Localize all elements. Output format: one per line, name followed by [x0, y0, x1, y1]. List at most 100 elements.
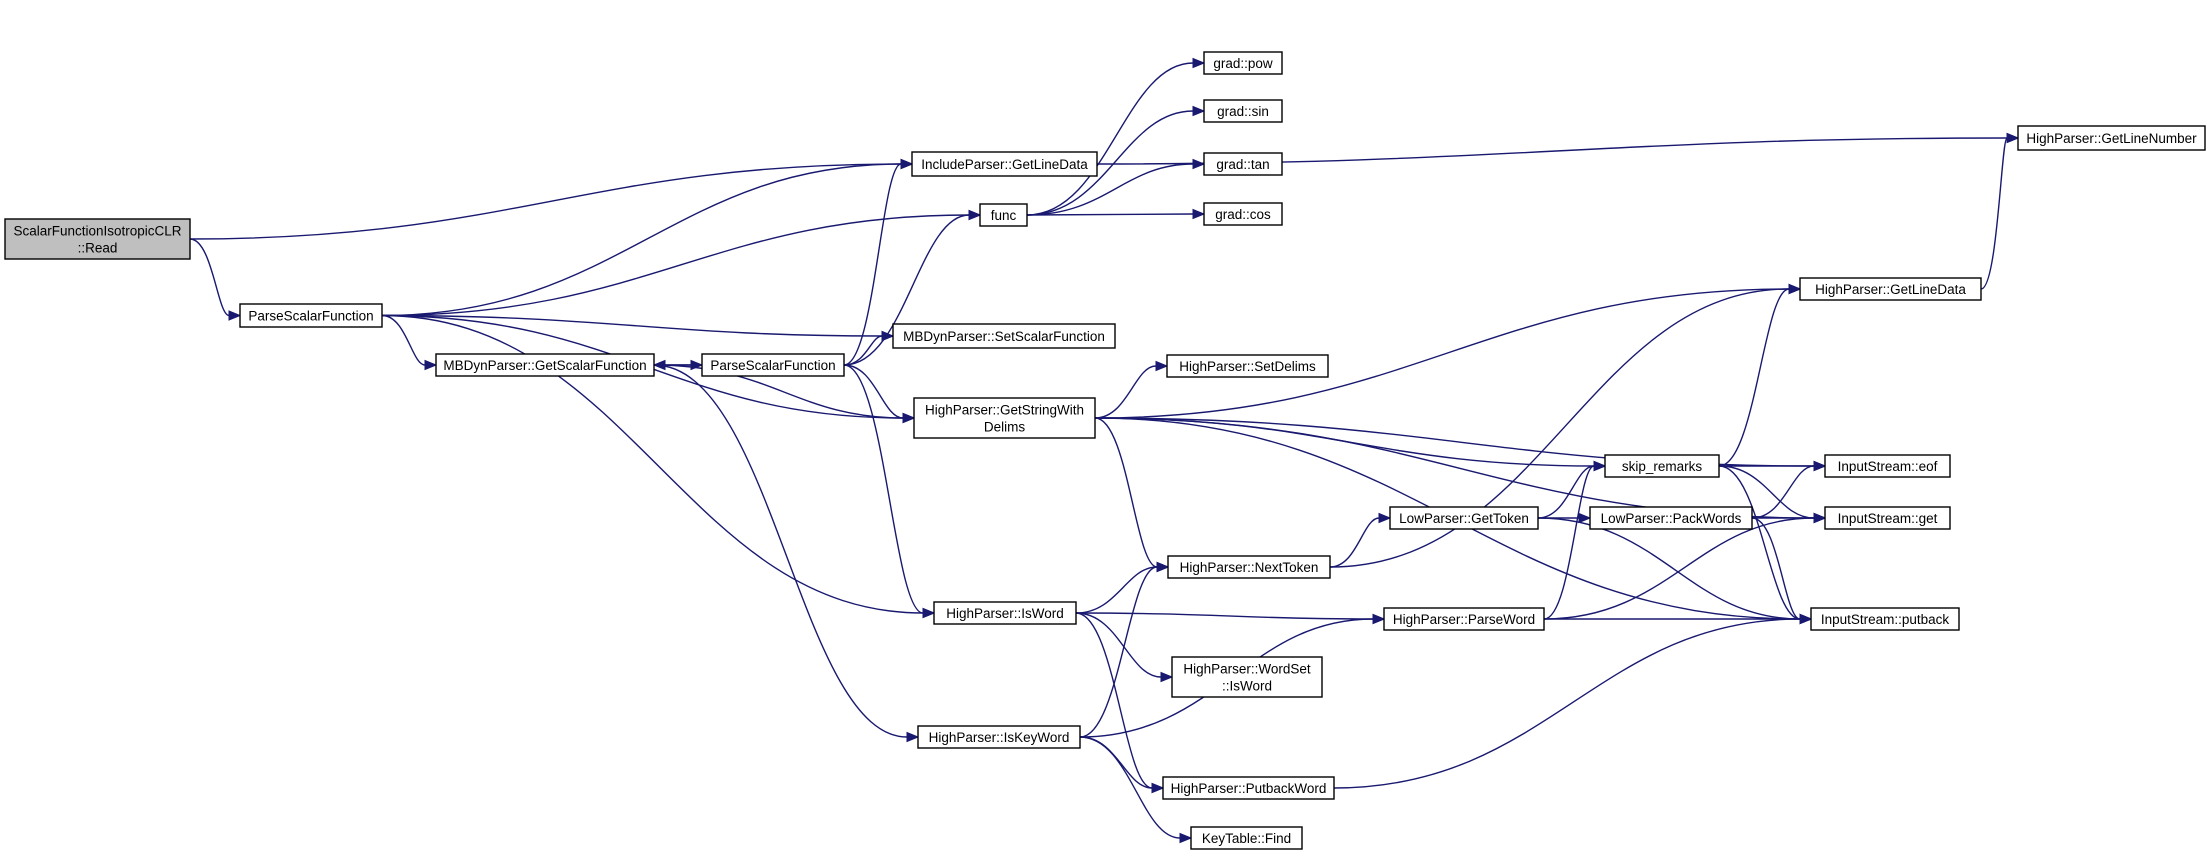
node-func[interactable]: func [979, 203, 1028, 227]
node-hpnt[interactable]: HighParser::NextToken [1167, 555, 1331, 579]
edge-line [1079, 736, 1153, 789]
node-incl[interactable]: IncludeParser::GetLineData [911, 151, 1098, 177]
edge-hpnt-to-hpgld [1329, 283, 1802, 568]
node-label: LowParser::PackWords [1601, 511, 1742, 526]
node-hpgln[interactable]: HighParser::GetLineNumber [2017, 125, 2206, 151]
edge-arrowhead [1578, 512, 1592, 524]
node-label: InputStream::get [1838, 511, 1938, 526]
node-hppw[interactable]: HighParser::ParseWord [1383, 607, 1545, 631]
edge-arrowhead [228, 310, 242, 321]
edge-hpgsd-to-hpgld [1094, 283, 1802, 419]
node-hpws[interactable]: HighParser::WordSet::IsWord [1171, 656, 1323, 698]
node-hpsd[interactable]: HighParser::SetDelims [1166, 354, 1329, 378]
node-mbset[interactable]: MBDynParser::SetScalarFunction [892, 323, 1116, 349]
node-gtan[interactable]: grad::tan [1203, 152, 1283, 176]
edge-func-to-gpow [1026, 57, 1206, 216]
node-isget[interactable]: InputStream::get [1824, 506, 1951, 530]
edge-psf2-to-hpiw [843, 364, 936, 619]
node-ktf[interactable]: KeyTable::Find [1190, 826, 1303, 850]
edge-arrowhead [906, 731, 920, 743]
node-hpgld[interactable]: HighParser::GetLineData [1799, 277, 1982, 301]
node-label: grad::tan [1216, 157, 1269, 172]
node-box [1162, 776, 1335, 800]
node-skip[interactable]: skip_remarks [1604, 454, 1720, 478]
edge-psf2-to-hpgsd [843, 364, 916, 424]
edge-mbget-to-hpik [653, 364, 920, 743]
edge-line [843, 364, 924, 614]
node-psf1[interactable]: ParseScalarFunction [239, 303, 383, 328]
node-hpik[interactable]: HighParser::IsKeyWord [917, 725, 1081, 749]
node-label: MBDynParser::GetScalarFunction [443, 358, 646, 373]
edge-arrowhead [1813, 460, 1827, 472]
edge-skip-to-hpgld [1718, 283, 1802, 467]
edge-arrowhead [652, 359, 666, 371]
node-iseof[interactable]: InputStream::eof [1824, 454, 1951, 478]
node-root[interactable]: ScalarFunctionIsotropicCLR::Read [4, 218, 191, 260]
node-mbget[interactable]: MBDynParser::GetScalarFunction [435, 353, 655, 377]
edge-psf2-to-mbset [843, 330, 895, 366]
node-box [917, 725, 1081, 749]
node-box [911, 151, 1098, 177]
node-gcos[interactable]: grad::cos [1203, 202, 1283, 226]
edge-line [1079, 566, 1158, 738]
node-isput[interactable]: InputStream::putback [1810, 607, 1960, 631]
edge-hpgsd-to-skip [1094, 417, 1607, 472]
node-label: InputStream::putback [1821, 612, 1950, 627]
node-lppw[interactable]: LowParser::PackWords [1589, 506, 1753, 530]
edge-line [1333, 618, 1801, 789]
node-label: grad::cos [1215, 207, 1271, 222]
edge-root-to-psf1 [189, 238, 242, 321]
node-label: ParseScalarFunction [710, 358, 835, 373]
edge-hppw-to-isget [1543, 512, 1827, 620]
node-label: Delims [984, 420, 1026, 435]
node-box [2017, 125, 2206, 151]
edge-arrowhead [1788, 283, 1802, 295]
node-label: func [991, 208, 1017, 223]
edge-line [1718, 465, 1801, 620]
edge-arrowhead [902, 412, 916, 424]
node-label: HighParser::ParseWord [1393, 612, 1535, 627]
node-box [1166, 354, 1329, 378]
edge-line [1075, 612, 1162, 678]
edge-arrowhead [1179, 832, 1193, 844]
edge-line [381, 214, 970, 317]
edge-arrowhead [1378, 512, 1392, 524]
node-box [1589, 506, 1753, 530]
node-label: HighParser::PutbackWord [1171, 781, 1327, 796]
edge-line [189, 163, 902, 240]
node-hpiw[interactable]: HighParser::IsWord [933, 601, 1077, 625]
edge-line [381, 314, 883, 337]
node-hppb[interactable]: HighParser::PutbackWord [1162, 776, 1335, 800]
node-box [1171, 656, 1323, 698]
node-gpow[interactable]: grad::pow [1203, 51, 1283, 75]
edge-arrowhead [900, 158, 914, 170]
node-label: ParseScalarFunction [248, 309, 373, 324]
edge-line [1718, 288, 1790, 467]
edge-arrowhead [881, 330, 895, 342]
edge-arrowhead [424, 359, 438, 371]
node-gsin[interactable]: grad::sin [1203, 99, 1283, 123]
edge-line [1543, 517, 1815, 620]
node-box [892, 323, 1116, 349]
node-box [4, 218, 191, 260]
edge-hpgsd-to-hpnt [1094, 417, 1170, 573]
edge-line [843, 163, 902, 366]
edge-line [1537, 517, 1801, 620]
edge-line [843, 335, 883, 366]
node-box [701, 353, 845, 377]
node-label: grad::pow [1213, 56, 1273, 71]
edge-hpik-to-hpnt [1079, 561, 1170, 738]
edge-line [189, 238, 230, 317]
node-box [913, 397, 1096, 439]
node-label: InputStream::eof [1838, 459, 1938, 474]
edge-arrowhead [1160, 671, 1174, 683]
edge-skip-to-iseof [1719, 460, 1827, 472]
edge-line [381, 314, 426, 366]
edge-line [653, 364, 908, 738]
call-edges [189, 57, 2020, 844]
edge-arrowhead [1192, 105, 1206, 117]
node-psf2[interactable]: ParseScalarFunction [701, 353, 845, 377]
node-box [1799, 277, 1982, 301]
node-lpgt[interactable]: LowParser::GetToken [1389, 506, 1539, 530]
